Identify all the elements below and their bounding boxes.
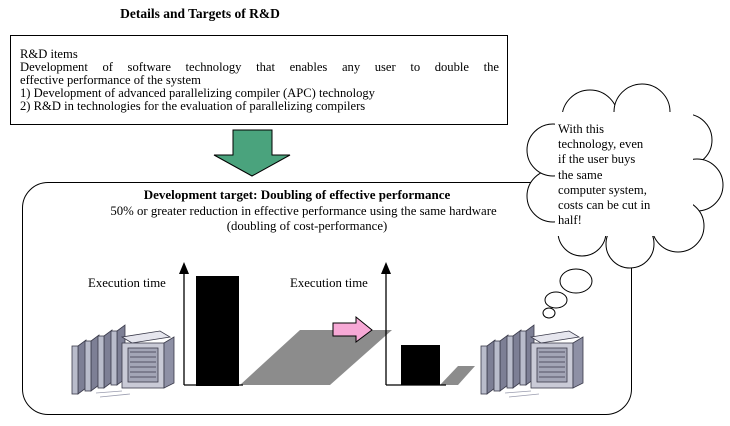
left-server-cluster-icon <box>71 324 175 398</box>
thought-bubble-small <box>542 307 556 319</box>
rd-item-1: 1) Development of advanced parallelizing… <box>20 86 375 101</box>
right-server-cluster-icon <box>480 324 584 398</box>
cloud-line-5: computer system, <box>558 182 647 197</box>
page-title: Details and Targets of R&D <box>120 6 280 21</box>
rd-item-2: 2) R&D in technologies for the evaluatio… <box>20 99 366 114</box>
thought-bubble-medium <box>544 291 568 309</box>
left-bar <box>196 276 239 386</box>
rd-items-line1: Development of software technology that … <box>20 60 499 75</box>
development-target-note: (doubling of cost-performance) <box>226 219 388 233</box>
down-arrow-icon <box>213 129 291 177</box>
cloud-line-7: half! <box>558 213 582 228</box>
cloud-line-2: technology, even <box>558 137 644 152</box>
rd-items-line2: effective performance of the system <box>20 73 201 88</box>
rd-items-heading: R&D items <box>20 47 78 61</box>
thought-cloud-text: With this technology, even if the user b… <box>558 122 678 228</box>
cloud-line-1: With this <box>558 122 605 136</box>
left-bar-shadow <box>240 330 392 385</box>
right-execution-chart <box>381 262 475 386</box>
right-arrow-icon <box>332 315 373 343</box>
cloud-line-6: costs can be cut in <box>558 198 651 213</box>
rd-items-box: R&D items Development of software techno… <box>10 35 508 125</box>
right-bar <box>401 345 440 385</box>
cloud-line-4: the same <box>558 167 603 182</box>
thought-bubble-large <box>559 268 593 294</box>
right-axis-arrow-icon <box>381 262 391 274</box>
left-chart-label: Execution time <box>88 276 166 290</box>
left-execution-chart <box>179 262 392 386</box>
development-target-title: Development target: Doubling of effectiv… <box>143 187 451 202</box>
right-chart-label: Execution time <box>290 276 368 290</box>
cloud-line-3: if the user buys <box>558 152 636 167</box>
right-bar-shadow <box>440 366 475 385</box>
left-axis-arrow-icon <box>179 262 189 274</box>
development-target-subtitle: 50% or greater reduction in effective pe… <box>110 204 497 218</box>
